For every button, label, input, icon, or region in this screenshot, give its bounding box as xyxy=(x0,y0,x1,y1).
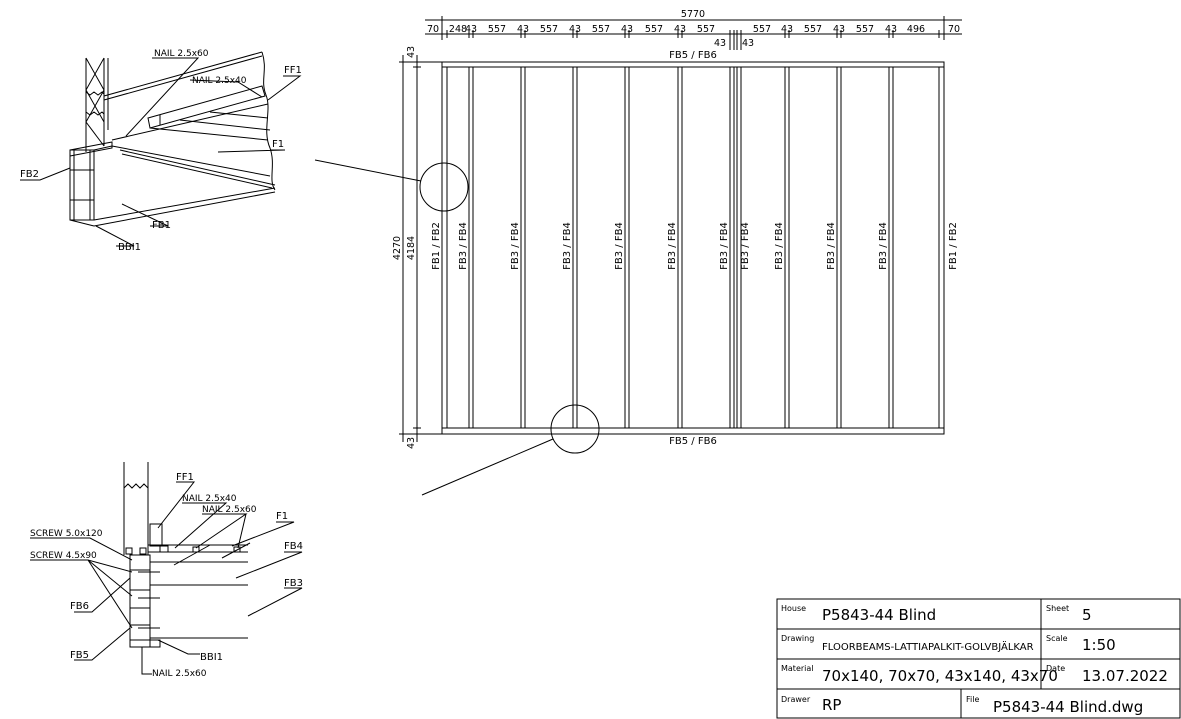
iso-ff1-label: FF1 xyxy=(284,65,302,76)
dim-text: 43 xyxy=(674,24,686,35)
section-fb6-label: FB6 xyxy=(70,601,89,612)
iso-nail-top-label: NAIL 2.5x60 xyxy=(154,49,209,59)
side-beam-right-label: FB1 / FB2 xyxy=(948,222,959,270)
overall-width: 5770 xyxy=(681,9,705,20)
edge-top-dim: 43 xyxy=(406,46,417,58)
dim-text: 557 xyxy=(804,24,822,35)
joist-label: FB3 / FB4 xyxy=(458,222,469,270)
joist-label: FB3 / FB4 xyxy=(774,222,785,270)
dim-text: 43 xyxy=(885,24,897,35)
file-value: P5843-44 Blind.dwg xyxy=(993,698,1143,716)
house-label: House xyxy=(781,604,806,613)
scale-value: 1:50 xyxy=(1082,636,1116,654)
iso-detail xyxy=(20,51,302,247)
dim-text: 43 xyxy=(781,24,793,35)
drawing-value: FLOORBEAMS-LATTIAPALKIT-GOLVBJÄLKAR xyxy=(822,640,1034,653)
house-value: P5843-44 Blind xyxy=(822,606,936,624)
bottom-beam-label: FB5 / FB6 xyxy=(669,436,717,447)
section-ff1-label: FF1 xyxy=(176,472,194,483)
drawer-label: Drawer xyxy=(781,695,811,704)
section-fb3-label: FB3 xyxy=(284,578,303,589)
section-fb4-label: FB4 xyxy=(284,541,303,552)
detail-marker-top xyxy=(419,162,469,212)
section-nail-b-label: NAIL 2.5x60 xyxy=(202,505,257,515)
dim-text: 43 xyxy=(517,24,529,35)
top-dimensions: 5770 70 248 43 557 43 557 43 557 43 557 … xyxy=(427,9,960,49)
iso-bbi1-label: BBI1 xyxy=(118,242,141,253)
dim-text: 43 xyxy=(714,38,726,49)
dim-text: 496 xyxy=(907,24,925,35)
sheet-label: Sheet xyxy=(1046,604,1069,613)
dim-text: 43 xyxy=(742,38,754,49)
joist-label: FB3 / FB4 xyxy=(878,222,889,270)
dim-text: 557 xyxy=(488,24,506,35)
height-outer: 4270 xyxy=(392,236,403,260)
section-detail xyxy=(30,462,303,675)
iso-nail-mid-label: NAIL 2.5x40 xyxy=(192,76,247,86)
date-label: Date xyxy=(1046,664,1065,673)
section-f1-label: F1 xyxy=(276,511,288,522)
dim-text: 557 xyxy=(645,24,663,35)
iso-fb2-label: FB2 xyxy=(20,169,39,180)
joist-label: FB3 / FB4 xyxy=(614,222,625,270)
dim-text: 70 xyxy=(948,24,960,35)
height-inner: 4184 xyxy=(406,236,417,260)
material-value: 70x140, 70x70, 43x140, 43x70 xyxy=(822,667,1058,685)
dim-text: 557 xyxy=(856,24,874,35)
joist-label: FB3 / FB4 xyxy=(510,222,521,270)
joist-label: FB3 / FB4 xyxy=(667,222,678,270)
dim-text: 557 xyxy=(753,24,771,35)
file-label: File xyxy=(966,695,979,704)
sheet-value: 5 xyxy=(1082,606,1092,624)
joist-label: FB3 / FB4 xyxy=(719,222,730,270)
section-fb5-label: FB5 xyxy=(70,650,89,661)
top-beam-label: FB5 / FB6 xyxy=(669,50,717,61)
section-bbi1-label: BBI1 xyxy=(200,652,223,663)
dim-text: 43 xyxy=(833,24,845,35)
material-label: Material xyxy=(781,664,814,673)
section-screw-a-label: SCREW 5.0x120 xyxy=(30,529,103,539)
iso-fb1-label: FB1 xyxy=(152,220,171,231)
scale-label: Scale xyxy=(1046,634,1068,643)
drawer-value: RP xyxy=(822,696,841,714)
joist-label: FB3 / FB4 xyxy=(562,222,573,270)
joists xyxy=(468,67,894,428)
detail-marker-bottom xyxy=(550,404,600,454)
dim-text: 557 xyxy=(697,24,715,35)
joist-label: FB3 / FB4 xyxy=(826,222,837,270)
section-screw-b-label: SCREW 4.5x90 xyxy=(30,551,97,561)
section-nail-a-label: NAIL 2.5x40 xyxy=(182,494,237,504)
iso-f1-label: F1 xyxy=(272,139,284,150)
floor-plan xyxy=(314,16,962,496)
edge-bottom-dim: 43 xyxy=(406,437,417,449)
dim-text: 43 xyxy=(465,24,477,35)
date-value: 13.07.2022 xyxy=(1082,667,1168,685)
side-beam-left-label: FB1 / FB2 xyxy=(431,222,442,270)
dim-text: 70 xyxy=(427,24,439,35)
joist-label: FB3 / FB4 xyxy=(740,222,751,270)
section-nail-c-label: NAIL 2.5x60 xyxy=(152,669,207,679)
dim-text: 248 xyxy=(449,24,467,35)
drawing-label: Drawing xyxy=(781,634,814,643)
title-block xyxy=(776,598,1181,719)
dim-text: 43 xyxy=(569,24,581,35)
dim-text: 43 xyxy=(621,24,633,35)
plan-outer-frame xyxy=(441,61,945,435)
dim-text: 557 xyxy=(592,24,610,35)
dim-text: 557 xyxy=(540,24,558,35)
